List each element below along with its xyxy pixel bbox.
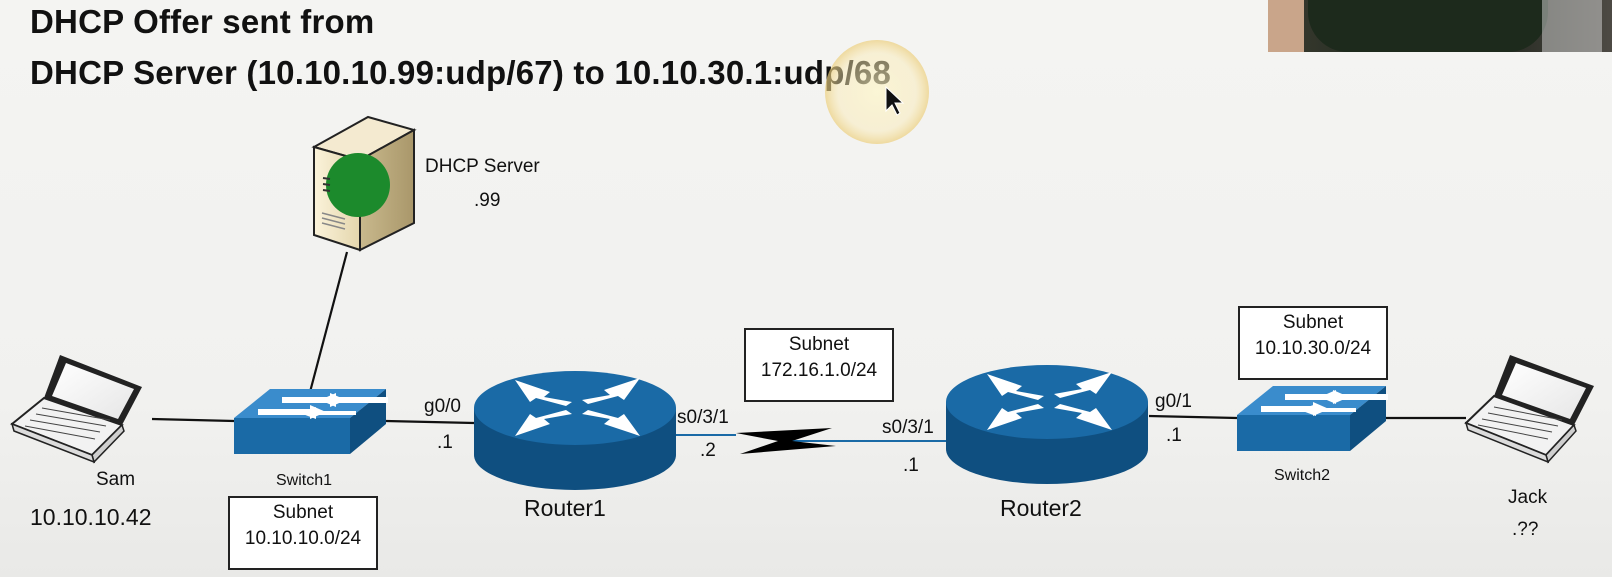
link-server-switch1 bbox=[308, 251, 349, 393]
wan-subnet-value: 172.16.1.0/24 bbox=[760, 360, 878, 381]
jack-addr: .?? bbox=[1512, 519, 1539, 540]
router2-wan-if: s0/3/1 bbox=[882, 417, 934, 438]
switch1-subnet-label: Subnet bbox=[272, 502, 334, 523]
switch2-subnet-value: 10.10.30.0/24 bbox=[1254, 338, 1372, 359]
switch1-subnet-value: 10.10.10.0/24 bbox=[244, 528, 362, 549]
router1-wan-if: s0/3/1 bbox=[677, 407, 729, 428]
wan-subnet-label: Subnet bbox=[788, 334, 850, 355]
switch2-name: Switch2 bbox=[1274, 467, 1331, 484]
mouse-pointer-icon bbox=[885, 85, 905, 116]
switch1-icon bbox=[234, 389, 388, 454]
serial-lightning bbox=[736, 428, 836, 454]
link-switch1-router1 bbox=[385, 419, 475, 425]
router1-name: Router1 bbox=[524, 495, 606, 521]
links bbox=[151, 251, 1466, 425]
router2-wan-addr: .1 bbox=[903, 455, 919, 476]
router2-name: Router2 bbox=[1000, 495, 1082, 521]
router1-wan-addr: .2 bbox=[700, 440, 716, 461]
switch2-subnet-box: Subnet 10.10.30.0/24 bbox=[1238, 306, 1388, 380]
sam-addr: 10.10.10.42 bbox=[30, 504, 152, 530]
server-icon bbox=[311, 115, 417, 252]
sam-name: Sam bbox=[96, 469, 136, 490]
switch2-subnet-label: Subnet bbox=[1282, 312, 1344, 333]
router2-lan-if: g0/1 bbox=[1155, 391, 1192, 412]
title-line-2: DHCP Server (10.10.10.99:udp/67) to 10.1… bbox=[30, 54, 892, 91]
router1-lan-if: g0/0 bbox=[424, 396, 461, 417]
switch1-name: Switch1 bbox=[276, 472, 333, 489]
cursor-highlight bbox=[825, 40, 929, 144]
server-addr: .99 bbox=[474, 190, 501, 211]
wan-subnet-box: Subnet 172.16.1.0/24 bbox=[744, 328, 894, 402]
server-name: DHCP Server bbox=[425, 156, 540, 177]
title-line-1: DHCP Offer sent from bbox=[30, 3, 375, 40]
sam-laptop-icon bbox=[10, 355, 142, 464]
serial-link bbox=[674, 428, 946, 454]
switch1-subnet-box: Subnet 10.10.10.0/24 bbox=[228, 496, 378, 570]
jack-name: Jack bbox=[1508, 487, 1548, 508]
router2-lan-addr: .1 bbox=[1166, 425, 1182, 446]
webcam-overlay bbox=[1268, 0, 1612, 52]
router1-icon bbox=[474, 371, 676, 490]
router2-icon bbox=[946, 365, 1148, 484]
link-router2-switch2 bbox=[1148, 414, 1238, 420]
router1-lan-addr: .1 bbox=[437, 432, 453, 453]
link-sam-switch1 bbox=[151, 417, 235, 423]
jack-laptop-icon bbox=[1464, 355, 1594, 464]
switch2-icon bbox=[1237, 386, 1388, 451]
server-status-light bbox=[326, 153, 390, 217]
